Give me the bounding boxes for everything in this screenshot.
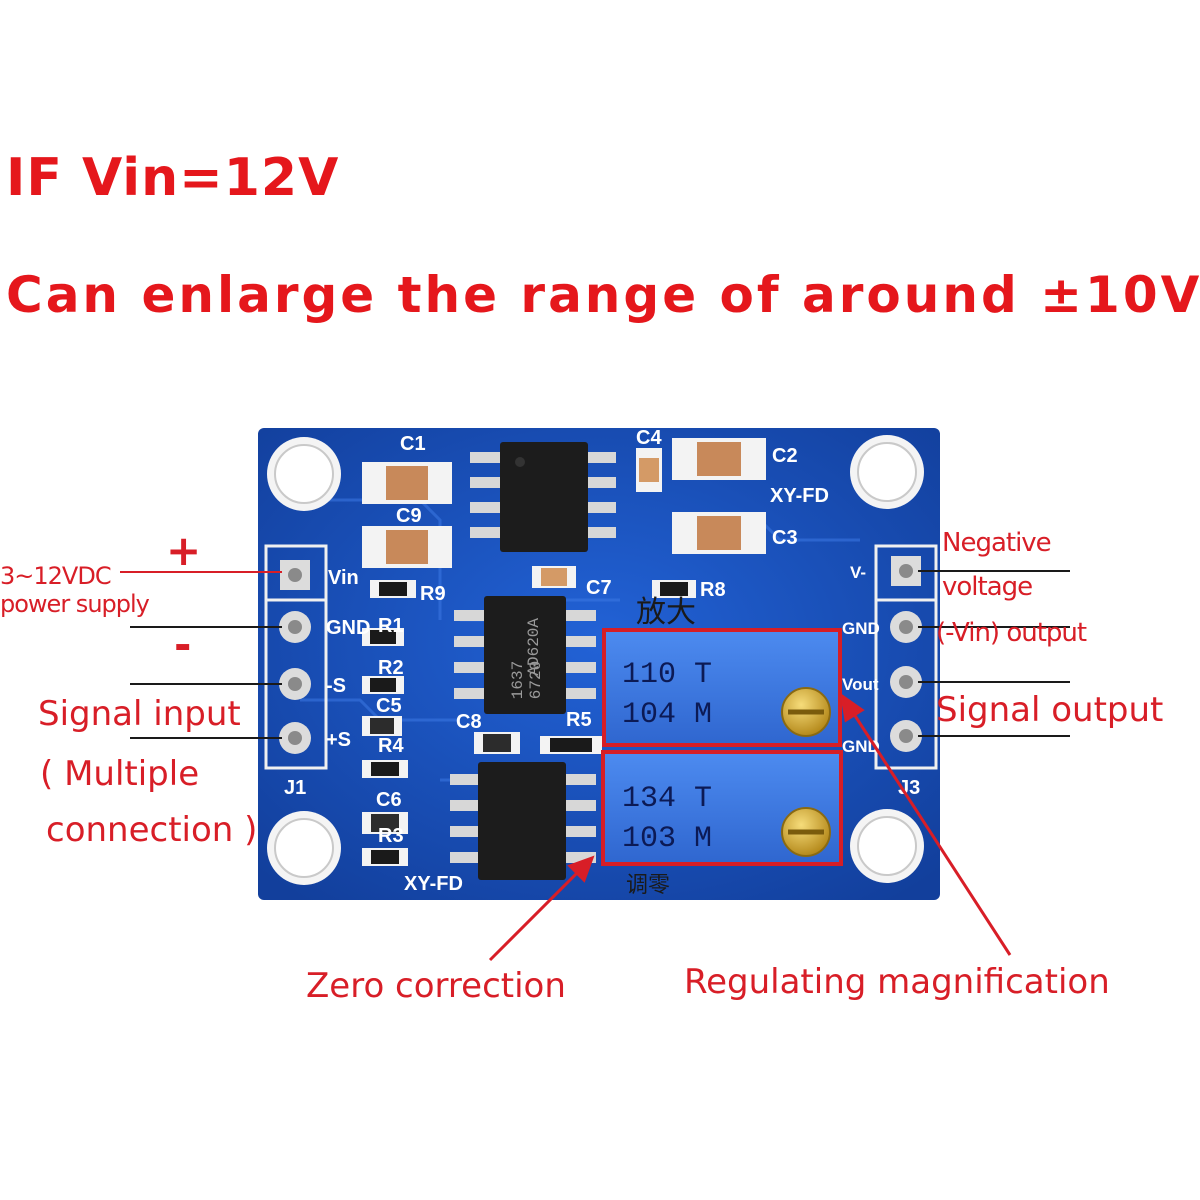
mounting-hole-top-left: [267, 437, 341, 511]
resistor-r1: [362, 628, 404, 646]
pin-minus-s-pad: [279, 668, 311, 700]
pin-plus-s-pad: [279, 722, 311, 754]
capacitor-c2: [672, 438, 766, 480]
silk-pin-vin: Vin: [328, 567, 359, 589]
pin-gnd-right-pad: [890, 611, 922, 643]
mounting-hole-bottom-right: [850, 809, 924, 883]
label-zero-correction: Zero correction: [306, 966, 566, 1006]
capacitor-c4: [636, 448, 662, 492]
pot-zero-line1: 134 T: [622, 782, 712, 816]
capacitor-c3: [672, 512, 766, 554]
chip-u3: [450, 762, 596, 880]
label-multiple-line2: connection ): [46, 810, 258, 850]
mounting-hole-top-right: [850, 435, 924, 509]
silk-r3: R3: [378, 825, 404, 847]
trimpot-zero: [601, 750, 843, 866]
silk-c6: C6: [376, 789, 402, 811]
pot-gain-line1: 110 T: [622, 658, 712, 692]
arrow-zero-correction: [488, 866, 584, 962]
silk-r9: R9: [420, 583, 446, 605]
silk-c4: C4: [636, 427, 662, 449]
silk-zero-text: 调零: [626, 873, 670, 898]
silk-pin-vminus: V-: [850, 563, 866, 582]
capacitor-c9: [362, 526, 452, 568]
headline-range: Can enlarge the range of around ±10V: [6, 266, 1200, 324]
resistor-r8: [652, 580, 696, 598]
silk-c1: C1: [400, 433, 426, 455]
resistor-r2: [362, 676, 404, 694]
silk-pin-minus-s: -S: [326, 675, 346, 697]
silk-r8: R8: [700, 579, 726, 601]
connector-j1: [264, 544, 328, 770]
silk-model-bottom: XY-FD: [404, 873, 463, 895]
chip-u2-ad620a: [454, 596, 596, 714]
pin-gnd-pad: [279, 611, 311, 643]
silk-r2: R2: [378, 657, 404, 679]
connector-j3: [874, 544, 938, 770]
label-signal-output: Signal output: [936, 690, 1164, 730]
silk-amp-text: 放大: [636, 595, 696, 630]
chip-marking-line3: 6720: [527, 661, 545, 699]
resistor-r9: [370, 580, 416, 598]
silk-c3: C3: [772, 527, 798, 549]
silk-c2: C2: [772, 445, 798, 467]
silk-c8: C8: [456, 711, 482, 733]
pin-vin-pad: [280, 560, 310, 590]
chip-marking-line2: 1637: [509, 661, 527, 699]
chip-marking-line1: AD620A: [525, 618, 543, 676]
pin-vout-pad: [890, 666, 922, 698]
label-regulating-magnification: Regulating magnification: [684, 962, 1110, 1002]
mounting-hole-bottom-left: [267, 811, 341, 885]
silk-r5: R5: [566, 709, 592, 731]
silk-c9: C9: [396, 505, 422, 527]
resistor-r4: [362, 760, 408, 778]
silk-c7: C7: [586, 577, 612, 599]
silk-j3: J3: [898, 777, 920, 799]
label-multiple-line1: ( Multiple: [40, 754, 200, 794]
label-supply-line1: 3~12VDC: [0, 562, 112, 590]
label-signal-input: Signal input: [38, 694, 241, 734]
headline-voltage: IF Vin=12V: [6, 148, 340, 208]
silk-pin-gnd-right: GND: [842, 619, 880, 638]
silk-pin-gnd: GND: [326, 617, 370, 639]
pin-gnd-right2-pad: [890, 720, 922, 752]
label-negative-line3: (-Vin) output: [936, 618, 1087, 648]
label-minus-sign: -: [174, 620, 192, 669]
silk-c5: C5: [376, 695, 402, 717]
pot-gain-line2: 104 M: [622, 698, 712, 732]
capacitor-c5: [362, 716, 402, 736]
silk-r4: R4: [378, 735, 404, 757]
resistor-r3: [362, 848, 408, 866]
silk-r1: R1: [378, 615, 404, 637]
pin-vminus-pad: [891, 556, 921, 586]
pot-zero-line2: 103 M: [622, 822, 712, 856]
silk-j1: J1: [284, 777, 306, 799]
arrow-regulating: [848, 707, 1012, 956]
label-plus-sign: +: [166, 526, 202, 575]
silk-model-top: XY-FD: [770, 485, 829, 507]
label-negative-line2: voltage: [942, 572, 1033, 602]
silk-pin-vout: Vout: [842, 675, 879, 694]
label-negative-line1: Negative: [942, 528, 1052, 558]
silk-pin-plus-s: +S: [326, 729, 351, 751]
resistor-r5: [540, 736, 602, 754]
label-supply-line2: power supply: [0, 590, 150, 618]
capacitor-c1: [362, 462, 452, 504]
trimpot-gain: [602, 628, 842, 747]
chip-u1: [470, 442, 616, 552]
capacitor-c6: [362, 812, 408, 834]
capacitor-c8: [474, 732, 520, 754]
capacitor-c7: [532, 566, 576, 588]
